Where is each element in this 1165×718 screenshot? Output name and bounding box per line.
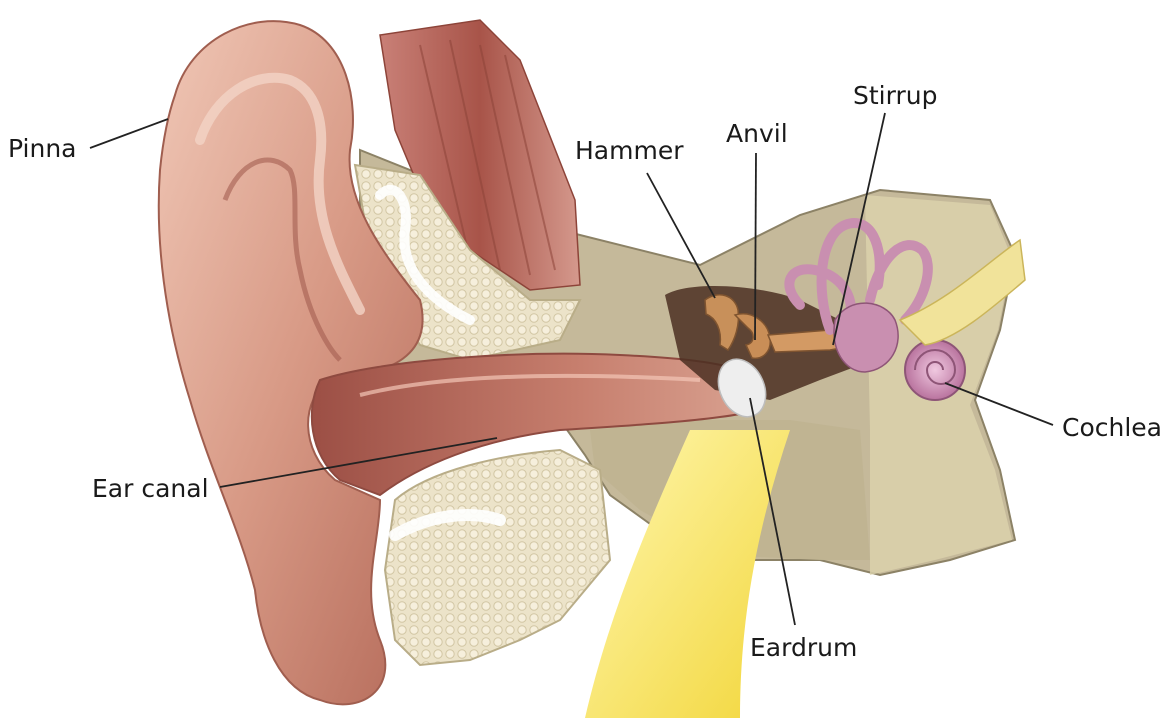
pinna-leader — [90, 119, 168, 148]
label-cochlea: Cochlea — [1062, 413, 1162, 443]
vestibule — [834, 303, 898, 372]
anvil-leader — [755, 153, 756, 340]
label-pinna: Pinna — [8, 134, 76, 164]
label-eardrum: Eardrum — [750, 633, 857, 663]
label-anvil: Anvil — [726, 119, 788, 149]
label-stirrup: Stirrup — [853, 81, 937, 111]
pinna-shape — [159, 21, 423, 704]
label-hammer: Hammer — [575, 136, 683, 166]
label-ear-canal: Ear canal — [92, 474, 209, 504]
cartilage-lower — [385, 450, 610, 665]
